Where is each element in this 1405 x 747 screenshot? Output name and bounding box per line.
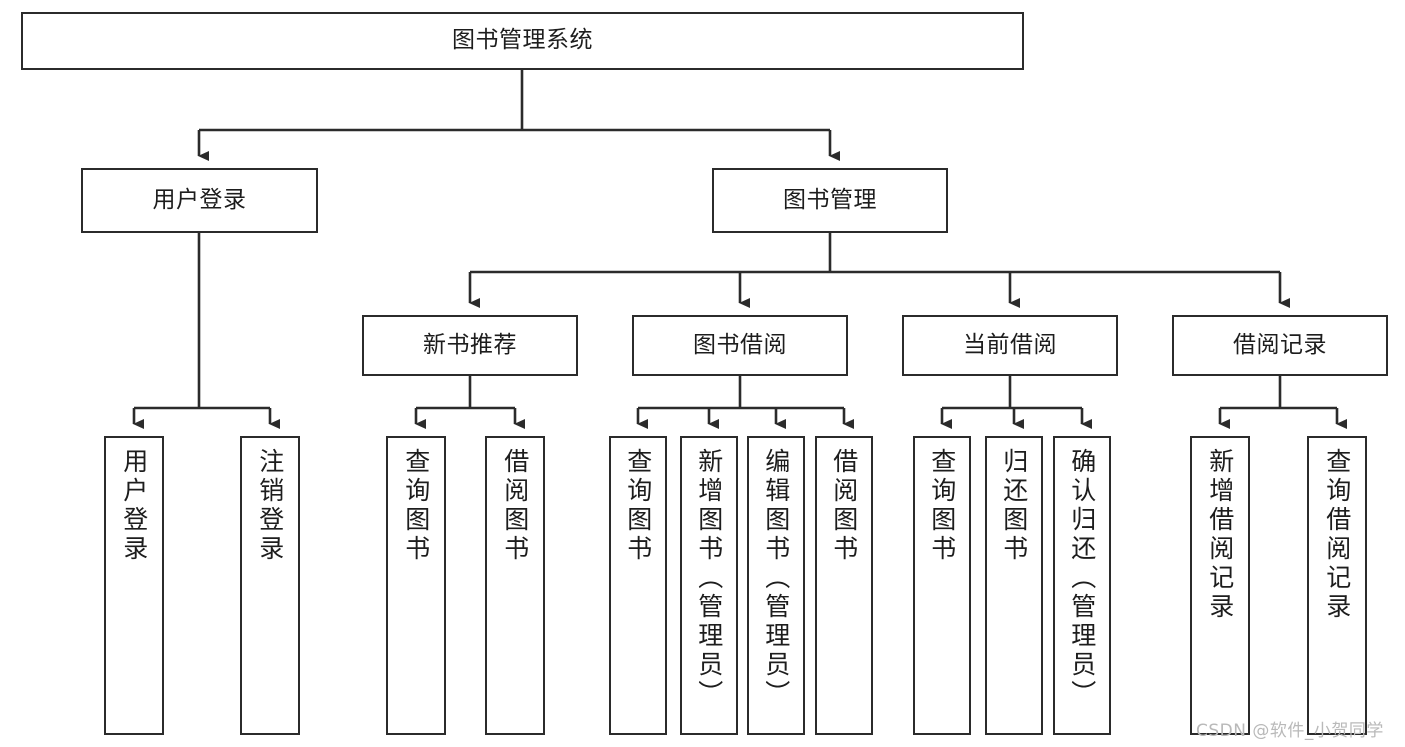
leaf-label: 新增图书（管理员） [694, 448, 724, 709]
node-current-borrow-label: 当前借阅 [963, 331, 1057, 358]
leaf-confirm-return-admin[interactable]: 确认归还（管理员） [1053, 436, 1111, 735]
leaf-user-login[interactable]: 用户登录 [104, 436, 164, 735]
leaf-query-books-borrow[interactable]: 查询图书 [609, 436, 667, 735]
node-new-book-recommend-label: 新书推荐 [423, 331, 517, 358]
leaf-label: 借阅图书 [500, 448, 530, 564]
leaf-label: 编辑图书（管理员） [761, 448, 791, 709]
node-book-borrow[interactable]: 图书借阅 [632, 315, 848, 376]
watermark: CSDN @软件_小贺同学 [1196, 721, 1384, 741]
node-book-borrow-label: 图书借阅 [693, 331, 787, 358]
leaf-label: 注销登录 [255, 448, 285, 564]
leaf-logout[interactable]: 注销登录 [240, 436, 300, 735]
leaf-borrow-books-new[interactable]: 借阅图书 [485, 436, 545, 735]
node-borrow-records[interactable]: 借阅记录 [1172, 315, 1388, 376]
leaf-label: 用户登录 [119, 448, 149, 564]
leaf-label: 查询图书 [623, 448, 653, 564]
leaf-add-book-admin[interactable]: 新增图书（管理员） [680, 436, 738, 735]
leaf-query-books-current[interactable]: 查询图书 [913, 436, 971, 735]
node-user-login-label: 用户登录 [152, 186, 247, 213]
leaf-borrow-books[interactable]: 借阅图书 [815, 436, 873, 735]
leaf-query-borrow-record[interactable]: 查询借阅记录 [1307, 436, 1367, 735]
node-borrow-records-label: 借阅记录 [1233, 331, 1327, 358]
leaf-label: 查询图书 [401, 448, 431, 564]
leaf-return-books[interactable]: 归还图书 [985, 436, 1043, 735]
leaf-label: 归还图书 [999, 448, 1029, 564]
leaf-add-borrow-record[interactable]: 新增借阅记录 [1190, 436, 1250, 735]
node-root[interactable]: 图书管理系统 [21, 12, 1024, 70]
node-book-management[interactable]: 图书管理 [712, 168, 948, 233]
leaf-label: 新增借阅记录 [1205, 448, 1235, 622]
leaf-edit-book-admin[interactable]: 编辑图书（管理员） [747, 436, 805, 735]
leaf-query-books-new[interactable]: 查询图书 [386, 436, 446, 735]
node-book-management-label: 图书管理 [783, 186, 877, 213]
leaf-label: 查询图书 [927, 448, 957, 564]
node-current-borrow[interactable]: 当前借阅 [902, 315, 1118, 376]
leaf-label: 查询借阅记录 [1322, 448, 1352, 622]
node-root-label: 图书管理系统 [452, 27, 593, 54]
node-user-login[interactable]: 用户登录 [81, 168, 318, 233]
leaf-label: 确认归还（管理员） [1067, 448, 1097, 709]
node-new-book-recommend[interactable]: 新书推荐 [362, 315, 578, 376]
leaf-label: 借阅图书 [829, 448, 859, 564]
